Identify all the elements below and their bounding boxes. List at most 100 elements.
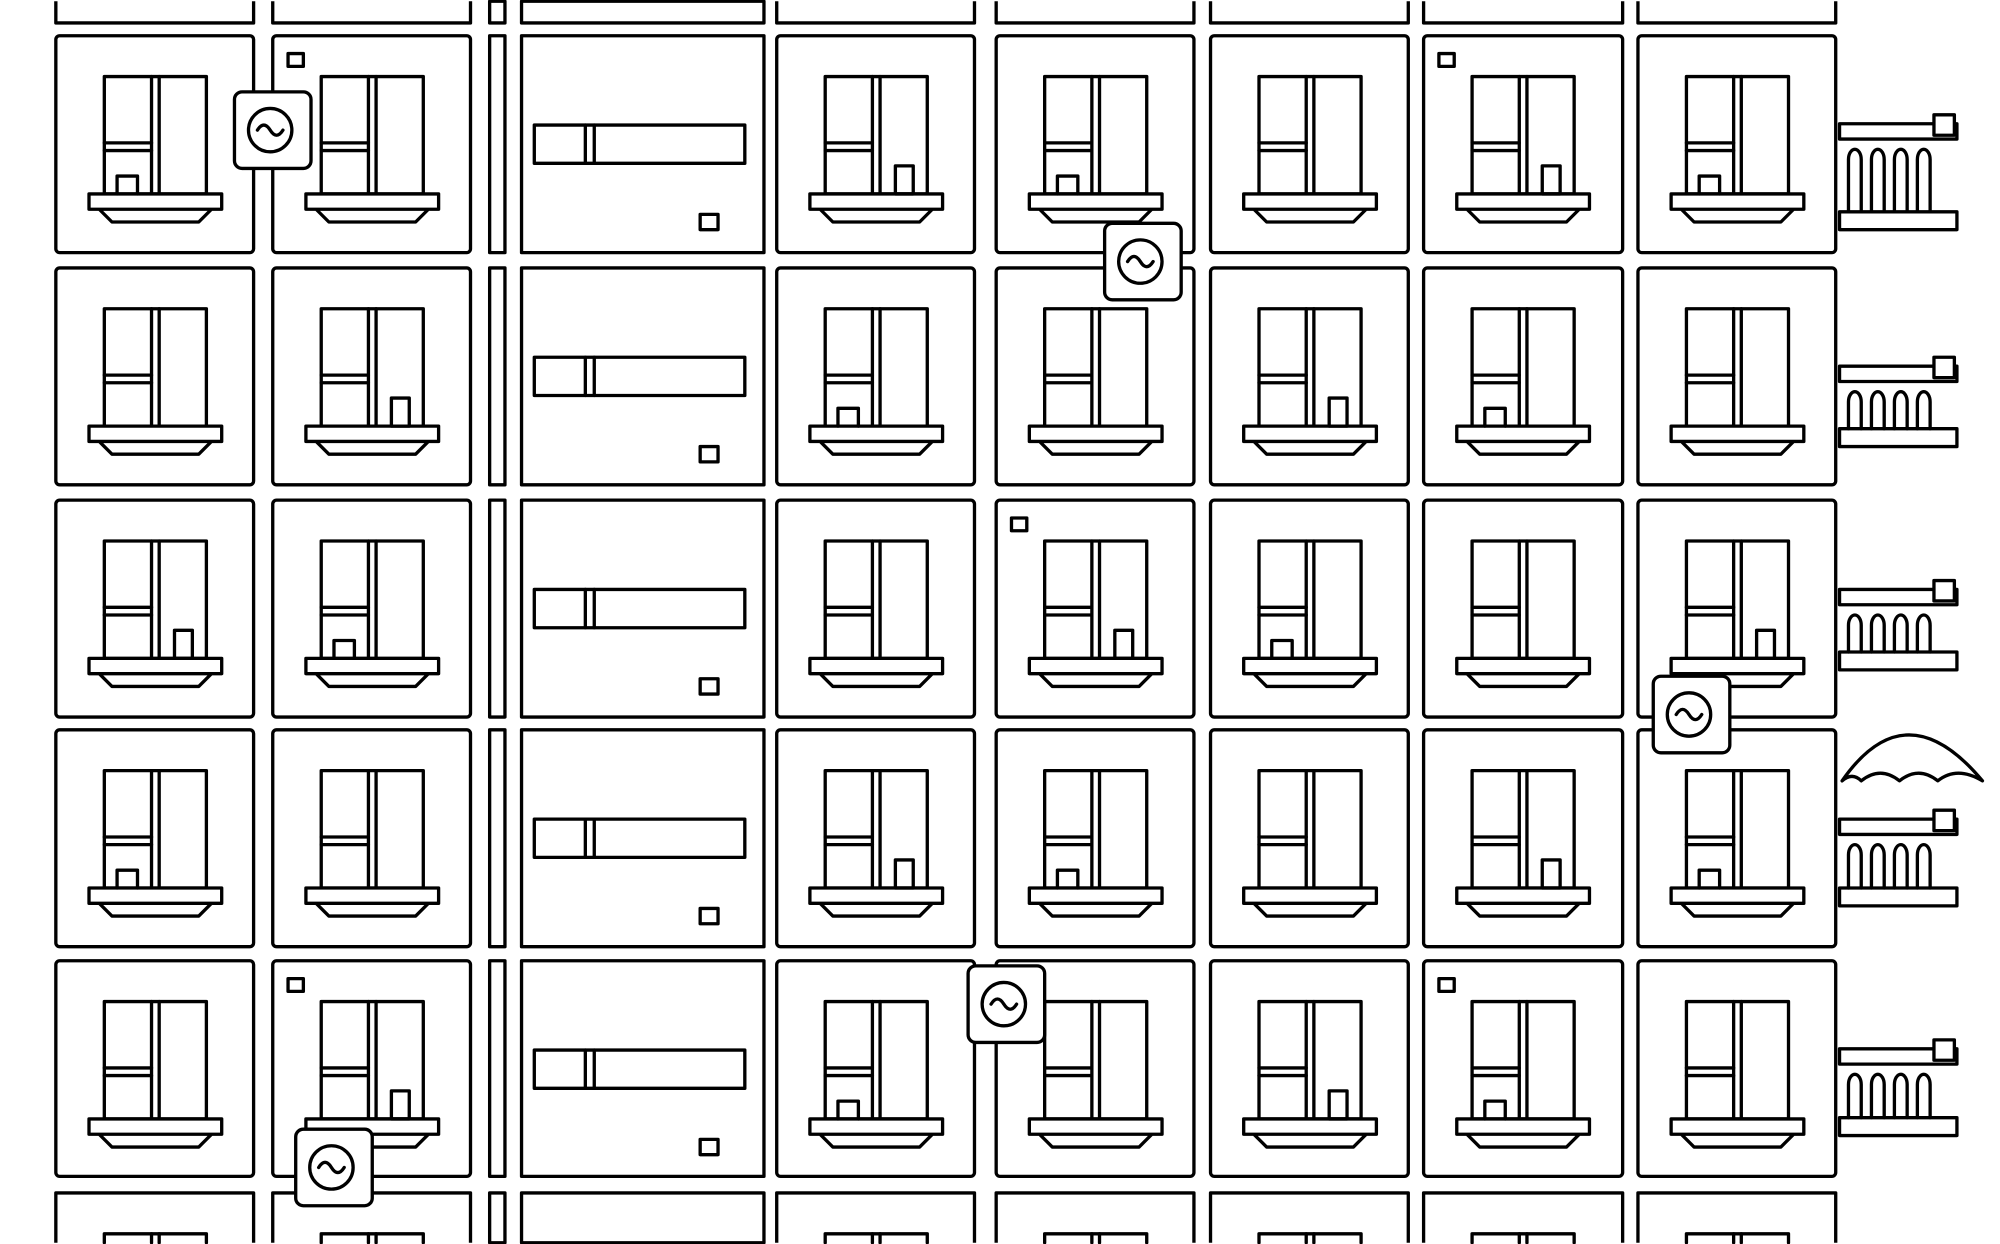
window-sill: [808, 424, 945, 456]
window-sill: [1455, 886, 1592, 918]
balcony-baluster: [1846, 147, 1863, 214]
window-item: [836, 1099, 861, 1121]
window-mullion: [1304, 307, 1316, 428]
blank-panel: [487, 498, 766, 719]
window-item: [1113, 628, 1135, 661]
pipe: [487, 498, 507, 719]
wall-brick: [1437, 976, 1456, 994]
window-panel: [1208, 1, 1410, 25]
window-transom: [823, 835, 875, 847]
window-panel: [271, 1, 473, 25]
window-item: [1270, 638, 1294, 661]
window-mullion: [870, 539, 882, 661]
window-transom: [1042, 141, 1094, 153]
wall-brick: [1437, 51, 1456, 69]
window-panel: [1636, 34, 1838, 255]
balcony-baluster: [1915, 1072, 1932, 1120]
window-panel: [1421, 1191, 1625, 1244]
air-conditioner-icon: [1102, 221, 1183, 302]
window-transom: [1684, 605, 1736, 617]
window-mullion: [149, 539, 161, 661]
window-transom: [319, 1066, 371, 1078]
window-panel: [54, 1, 256, 25]
window-panel: [1208, 34, 1410, 255]
window-transom: [1042, 835, 1094, 847]
panel-slot-divider: [583, 355, 596, 398]
blank-panel: [487, 959, 766, 1179]
window-mullion: [1304, 74, 1316, 196]
window-mullion: [1090, 1232, 1102, 1244]
window-sill: [304, 192, 441, 224]
panel-frame: [54, 1191, 256, 1243]
window-panel: [54, 1191, 256, 1244]
window-item: [332, 638, 357, 661]
window-transom: [319, 605, 371, 617]
window-transom: [1684, 1066, 1736, 1078]
panel-frame: [1636, 1, 1838, 25]
window-transom: [823, 141, 875, 153]
window-panel: [994, 1191, 1196, 1244]
panel-frame: [54, 1, 256, 25]
panel-slot-divider: [583, 817, 596, 860]
window-item: [1697, 174, 1722, 196]
window-mullion: [1304, 1232, 1316, 1244]
window-mullion: [1090, 999, 1102, 1121]
window-panel: [1208, 1191, 1410, 1244]
window-sill: [1455, 424, 1592, 456]
window-mullion: [870, 74, 882, 196]
window-sill: [1455, 1117, 1592, 1149]
window-item: [893, 858, 915, 890]
air-conditioner-icon: [966, 964, 1047, 1045]
panel-frame: [1208, 1, 1410, 25]
balcony-baluster: [1846, 843, 1863, 890]
window-sill: [1669, 886, 1806, 918]
ac-fan-blades: [989, 997, 1019, 1011]
balcony-baluster: [1869, 843, 1886, 890]
window-panel: [1636, 959, 1838, 1179]
window-transom: [1684, 373, 1736, 385]
panel-slot-divider: [583, 1048, 596, 1090]
window-panel: [1636, 728, 1838, 949]
window-sill: [808, 192, 945, 224]
window-panel: [775, 959, 977, 1179]
wall-brick: [698, 212, 720, 232]
window-sill: [1027, 192, 1164, 224]
window-item: [115, 868, 140, 890]
ac-fan-blades: [1674, 707, 1704, 722]
window-item: [389, 396, 411, 428]
window-item: [1055, 868, 1080, 890]
window-transom: [1470, 1066, 1521, 1078]
window-transom: [1257, 141, 1308, 153]
window-panel: [775, 728, 977, 949]
window-panel: [994, 266, 1196, 487]
window-sill: [1242, 1117, 1379, 1149]
window-sill: [1669, 192, 1806, 224]
window-item: [115, 174, 140, 196]
window-panel: [54, 959, 256, 1179]
panel-slot: [532, 355, 747, 398]
balcony-baluster: [1869, 613, 1886, 654]
balcony-base: [1837, 650, 1959, 672]
panel-frame: [775, 1191, 977, 1243]
balcony: [1837, 808, 1959, 908]
window-mullion: [1731, 307, 1743, 428]
window-panel: [1421, 1, 1625, 25]
window-transom: [1684, 141, 1736, 153]
window-panel: [54, 266, 256, 487]
window-frame: [1042, 1232, 1149, 1244]
balcony-baluster: [1915, 390, 1932, 431]
window-transom: [102, 1066, 154, 1078]
window-item: [1483, 406, 1507, 428]
panel-frame: [1421, 1191, 1625, 1243]
pipe: [487, 728, 507, 949]
ac-fan: [246, 106, 294, 154]
window-panel: [1421, 34, 1625, 255]
ac-fan: [308, 1144, 355, 1191]
window-mullion: [1731, 74, 1743, 196]
window-mullion: [1304, 539, 1316, 661]
window-panel: [1636, 1, 1838, 25]
window-sill: [1242, 886, 1379, 918]
balcony-baluster: [1892, 843, 1909, 890]
air-conditioner-icon: [232, 90, 313, 171]
